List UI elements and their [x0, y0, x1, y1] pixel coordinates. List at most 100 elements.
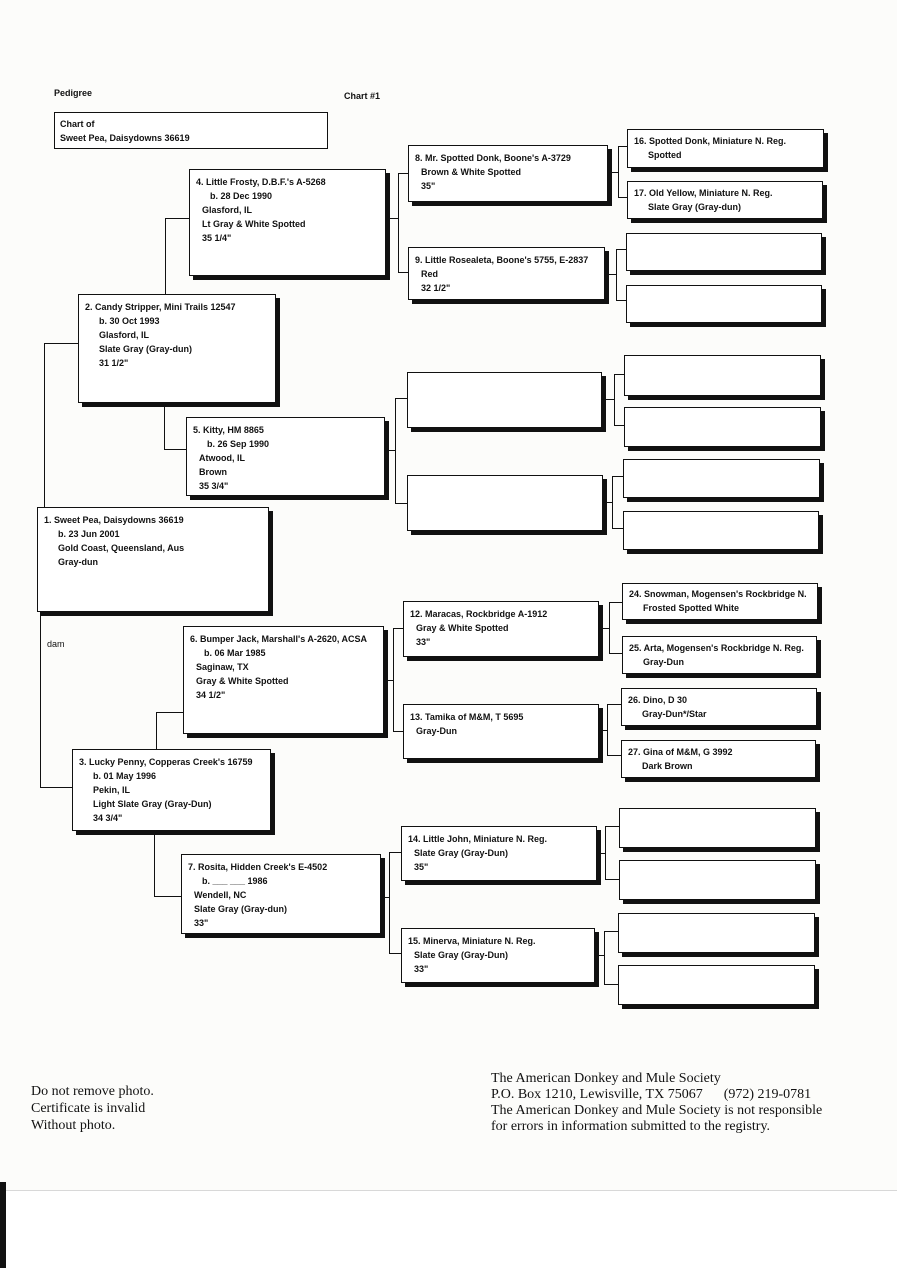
- connector-line: [609, 602, 610, 654]
- connector-line: [164, 449, 186, 450]
- pedigree-box-3: 3. Lucky Penny, Copperas Creek's 16759 b…: [72, 749, 271, 831]
- connector-line: [40, 787, 73, 788]
- connector-line: [154, 831, 155, 897]
- connector-line: [393, 628, 394, 732]
- disclaimer-line: The American Donkey and Mule Society is …: [491, 1103, 823, 1118]
- connector-line: [605, 826, 619, 827]
- animal-name: 14. Little John, Miniature N. Reg.: [408, 834, 548, 844]
- connector-line: [609, 653, 622, 654]
- pedigree-box-4: 4. Little Frosty, D.B.F.'s A-5268 b. 28 …: [189, 169, 386, 276]
- animal-color: Slate Gray (Gray-dun): [99, 344, 193, 354]
- society-name: The American Donkey and Mule Society: [491, 1071, 721, 1086]
- pedigree-box-21: [624, 407, 821, 447]
- pedigree-box-25: 25. Arta, Mogensen's Rockbridge N. Reg. …: [622, 636, 817, 674]
- connector-line: [393, 628, 403, 629]
- animal-birth: b. 30 Oct 1993: [99, 316, 160, 326]
- pedigree-box-19: [626, 285, 822, 323]
- connector-line: [612, 476, 623, 477]
- animal-birth: b. 06 Mar 1985: [204, 648, 266, 658]
- connector-line: [382, 897, 389, 898]
- photo-notice-line: Without photo.: [31, 1118, 116, 1133]
- animal-name: 1. Sweet Pea, Daisydowns 36619: [44, 515, 184, 525]
- connector-line: [605, 826, 606, 880]
- pedigree-box-5: 5. Kitty, HM 8865 b. 26 Sep 1990 Atwood,…: [186, 417, 385, 496]
- animal-birth: b. 28 Dec 1990: [210, 191, 273, 201]
- animal-name: 7. Rosita, Hidden Creek's E-4502: [188, 862, 328, 872]
- connector-line: [607, 704, 608, 756]
- connector-line: [601, 628, 609, 629]
- animal-color: Dark Brown: [642, 761, 693, 771]
- animal-name: 13. Tamika of M&M, T 5695: [410, 712, 524, 722]
- photo-notice-line: Certificate is invalid: [31, 1101, 146, 1116]
- animal-birth: b. ___ ___ 1986: [202, 876, 268, 886]
- pedigree-box-13: 13. Tamika of M&M, T 5695 Gray-Dun: [403, 704, 599, 759]
- pedigree-box-10: [407, 372, 602, 428]
- connector-line: [614, 425, 624, 426]
- animal-name: 26. Dino, D 30: [628, 695, 688, 705]
- connector-line: [386, 450, 395, 451]
- animal-name: 2. Candy Stripper, Mini Trails 12547: [85, 302, 236, 312]
- animal-name: 8. Mr. Spotted Donk, Boone's A-3729: [415, 153, 571, 163]
- connector-line: [164, 403, 165, 450]
- connector-line: [612, 528, 623, 529]
- animal-name: 5. Kitty, HM 8865: [193, 425, 264, 435]
- animal-height: 31 1/2": [99, 358, 129, 368]
- pedigree-box-14: 14. Little John, Miniature N. Reg. Slate…: [401, 826, 597, 881]
- connector-line: [604, 399, 614, 400]
- connector-line: [612, 476, 613, 529]
- animal-height: 33": [194, 918, 209, 928]
- pedigree-box-24: 24. Snowman, Mogensen's Rockbridge N. Fr…: [622, 583, 818, 620]
- animal-location: Pekin, IL: [93, 785, 131, 795]
- animal-name: 6. Bumper Jack, Marshall's A-2620, ACSA: [190, 634, 368, 644]
- animal-birth: b. 23 Jun 2001: [58, 529, 120, 539]
- animal-color: Lt Gray & White Spotted: [202, 219, 306, 229]
- connector-line: [604, 931, 618, 932]
- pedigree-box-11: [407, 475, 603, 531]
- animal-color: Gray & White Spotted: [196, 676, 289, 686]
- animal-location: Glasford, IL: [202, 205, 253, 215]
- connector-line: [607, 704, 621, 705]
- pedigree-box-12: 12. Maracas, Rockbridge A-1912 Gray & Wh…: [403, 601, 599, 657]
- animal-height: 34 3/4": [93, 813, 123, 823]
- scan-edge-mark: [0, 1182, 6, 1268]
- animal-color: Spotted: [648, 150, 682, 160]
- animal-color: Slate Gray (Gray-Dun): [414, 950, 509, 960]
- pedigree-label: Pedigree: [54, 88, 93, 98]
- disclaimer-line: for errors in information submitted to t…: [491, 1119, 771, 1134]
- pedigree-box-31: [618, 965, 815, 1005]
- pedigree-box-17: 17. Old Yellow, Miniature N. Reg. Slate …: [627, 181, 823, 219]
- connector-line: [395, 398, 407, 399]
- animal-location: Atwood, IL: [199, 453, 245, 463]
- connector-line: [395, 503, 407, 504]
- connector-line: [616, 249, 617, 301]
- connector-line: [44, 343, 45, 508]
- connector-line: [614, 374, 615, 426]
- scan-margin: [0, 1190, 897, 1269]
- animal-name: 27. Gina of M&M, G 3992: [628, 747, 733, 757]
- connector-line: [618, 146, 619, 198]
- animal-height: 33": [414, 964, 429, 974]
- connector-line: [609, 602, 622, 603]
- photo-notice-line: Do not remove photo.: [31, 1084, 154, 1099]
- connector-line: [389, 852, 401, 853]
- animal-color: Light Slate Gray (Gray-Dun): [93, 799, 212, 809]
- connector-line: [384, 680, 393, 681]
- animal-color: Brown: [199, 467, 227, 477]
- dam-label: dam: [47, 639, 65, 649]
- animal-height: 35 1/4": [202, 233, 232, 243]
- animal-color: Gray-dun: [58, 557, 99, 567]
- pedigree-box-29: [619, 860, 816, 900]
- connector-line: [389, 852, 390, 954]
- connector-line: [386, 218, 398, 219]
- animal-color: Gray & White Spotted: [416, 623, 509, 633]
- photo-notice: Do not remove photo. Certificate is inva…: [31, 1083, 154, 1134]
- pedigree-box-9: 9. Little Rosealeta, Boone's 5755, E-283…: [408, 247, 605, 300]
- animal-color: Gray-Dun: [416, 726, 458, 736]
- animal-name: 25. Arta, Mogensen's Rockbridge N. Reg.: [629, 643, 804, 653]
- connector-line: [614, 374, 624, 375]
- animal-name: 9. Little Rosealeta, Boone's 5755, E-283…: [415, 255, 589, 265]
- animal-name: 24. Snowman, Mogensen's Rockbridge N.: [629, 589, 807, 599]
- connector-line: [607, 755, 621, 756]
- animal-birth: b. 01 May 1996: [93, 771, 157, 781]
- connector-line: [599, 853, 605, 854]
